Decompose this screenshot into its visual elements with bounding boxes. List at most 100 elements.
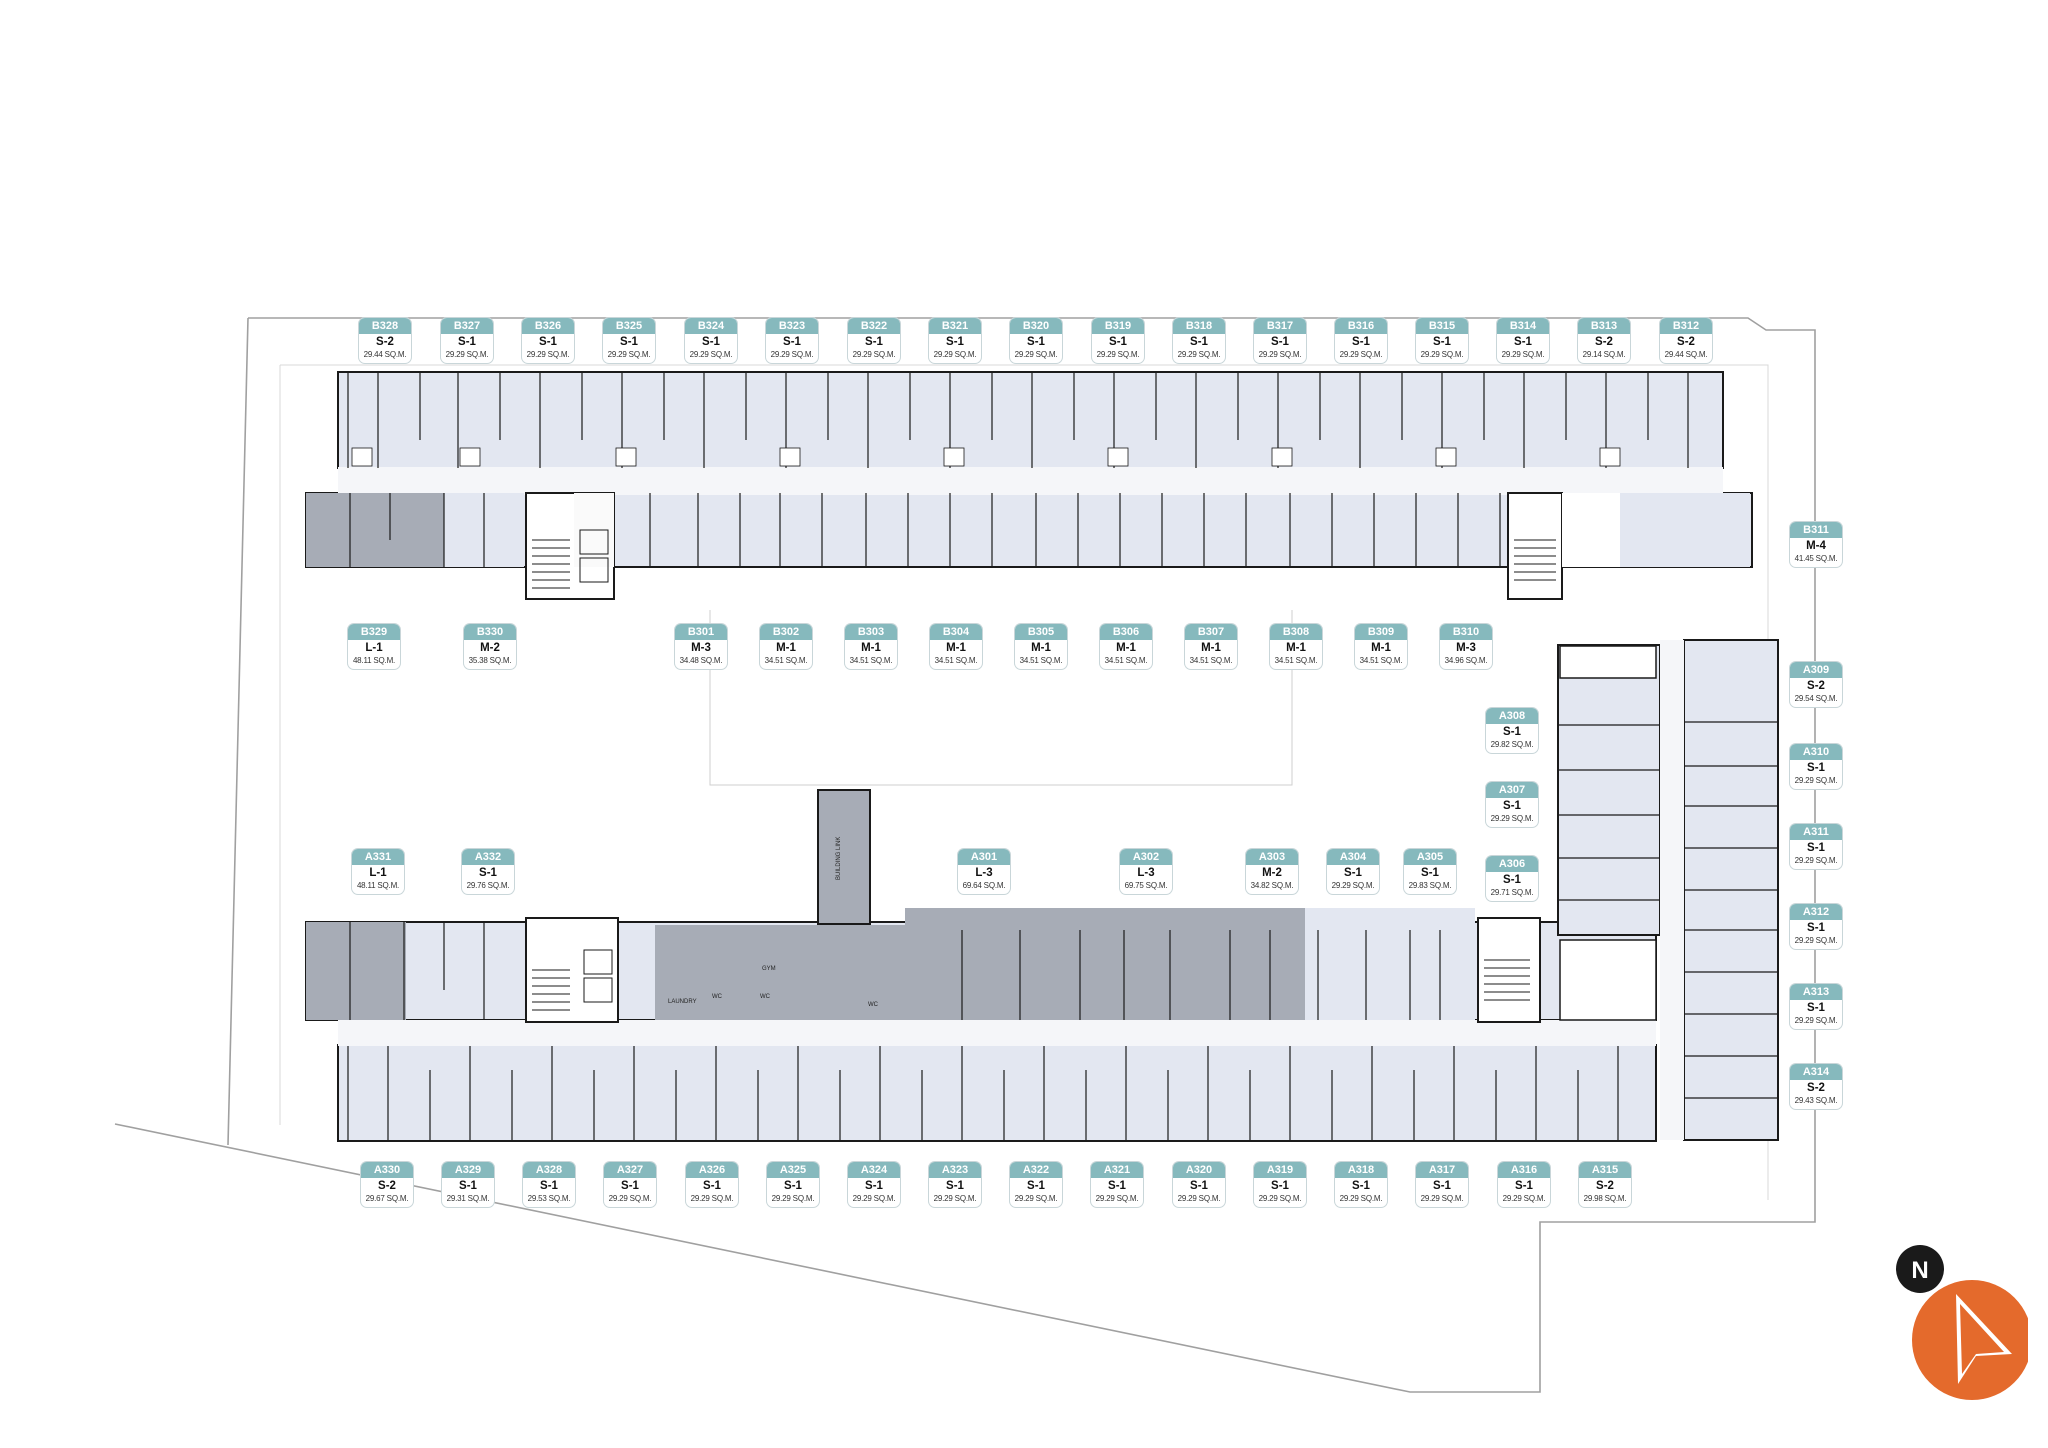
- unit-area: 34.51 SQ.M.: [849, 656, 893, 665]
- unit-type: S-1: [865, 1180, 883, 1192]
- unit-type: M-1: [946, 642, 966, 654]
- unit-area: 34.51 SQ.M.: [934, 656, 978, 665]
- unit-code: B314: [1497, 318, 1549, 334]
- unit-area: 29.29 SQ.M.: [526, 350, 570, 359]
- unit-code: B320: [1010, 318, 1062, 334]
- unit-code: B319: [1092, 318, 1144, 334]
- unit-type: S-1: [621, 1180, 639, 1192]
- unit-code: A306: [1486, 856, 1538, 872]
- unit-code: B311: [1790, 522, 1842, 538]
- unit-type: S-1: [865, 336, 883, 348]
- unit-code: B315: [1416, 318, 1468, 334]
- unit-area: 29.31 SQ.M.: [446, 1194, 490, 1203]
- unit-code: A332: [462, 849, 514, 865]
- unit-code: A317: [1416, 1162, 1468, 1178]
- unit-area: 29.29 SQ.M.: [1258, 1194, 1302, 1203]
- unit-code: B324: [685, 318, 737, 334]
- unit-code: B304: [930, 624, 982, 640]
- unit-type: S-1: [1433, 336, 1451, 348]
- unit-type: L-3: [975, 867, 993, 879]
- unit-type: M-1: [1201, 642, 1221, 654]
- unit-code: A314: [1790, 1064, 1842, 1080]
- unit-type: S-1: [1503, 726, 1521, 738]
- north-label: N: [1911, 1257, 1928, 1284]
- wc-label-1: WC: [712, 994, 723, 1000]
- unit-area: 29.29 SQ.M.: [1420, 350, 1464, 359]
- unit-type: M-1: [1371, 642, 1391, 654]
- unit-type: M-2: [1262, 867, 1282, 879]
- unit-code: B313: [1578, 318, 1630, 334]
- unit-area: 34.51 SQ.M.: [1104, 656, 1148, 665]
- unit-code: B316: [1335, 318, 1387, 334]
- unit-code: A305: [1404, 849, 1456, 865]
- unit-area: 29.29 SQ.M.: [1339, 350, 1383, 359]
- unit-area: 29.29 SQ.M.: [1339, 1194, 1383, 1203]
- wc-label-3: WC: [868, 1002, 879, 1008]
- unit-area: 29.29 SQ.M.: [933, 350, 977, 359]
- unit-type: S-1: [479, 867, 497, 879]
- unit-type: L-1: [365, 642, 383, 654]
- unit-type: S-2: [1677, 336, 1695, 348]
- unit-area: 69.64 SQ.M.: [962, 881, 1006, 890]
- unit-code: A320: [1173, 1162, 1225, 1178]
- unit-code: B302: [760, 624, 812, 640]
- unit-area: 29.29 SQ.M.: [852, 1194, 896, 1203]
- unit-code: B321: [929, 318, 981, 334]
- unit-area: 29.76 SQ.M.: [466, 881, 510, 890]
- unit-area: 29.44 SQ.M.: [363, 350, 407, 359]
- building-link-label: BUILDING LINK: [836, 837, 842, 880]
- unit-type: S-1: [1503, 874, 1521, 886]
- unit-type: L-1: [369, 867, 387, 879]
- unit-type: S-1: [1027, 336, 1045, 348]
- unit-area: 29.29 SQ.M.: [1501, 350, 1545, 359]
- unit-area: 29.29 SQ.M.: [1014, 350, 1058, 359]
- unit-area: 29.29 SQ.M.: [607, 350, 651, 359]
- unit-type: S-1: [1352, 336, 1370, 348]
- unit-type: S-1: [1807, 842, 1825, 854]
- unit-code: A307: [1486, 782, 1538, 798]
- unit-code: A321: [1091, 1162, 1143, 1178]
- unit-area: 29.98 SQ.M.: [1583, 1194, 1627, 1203]
- unit-type: S-1: [783, 336, 801, 348]
- unit-area: 29.67 SQ.M.: [365, 1194, 409, 1203]
- unit-type: S-1: [459, 1180, 477, 1192]
- unit-code: A329: [442, 1162, 494, 1178]
- unit-type: S-1: [784, 1180, 802, 1192]
- unit-type: M-3: [1456, 642, 1476, 654]
- unit-area: 29.29 SQ.M.: [1794, 936, 1838, 945]
- unit-code: A309: [1790, 662, 1842, 678]
- east-wing: [1557, 639, 1779, 1141]
- unit-type: M-3: [691, 642, 711, 654]
- unit-type: M-2: [480, 642, 500, 654]
- unit-area: 29.29 SQ.M.: [1331, 881, 1375, 890]
- unit-area: 69.75 SQ.M.: [1124, 881, 1168, 890]
- unit-type: S-1: [1807, 1002, 1825, 1014]
- unit-code: B309: [1355, 624, 1407, 640]
